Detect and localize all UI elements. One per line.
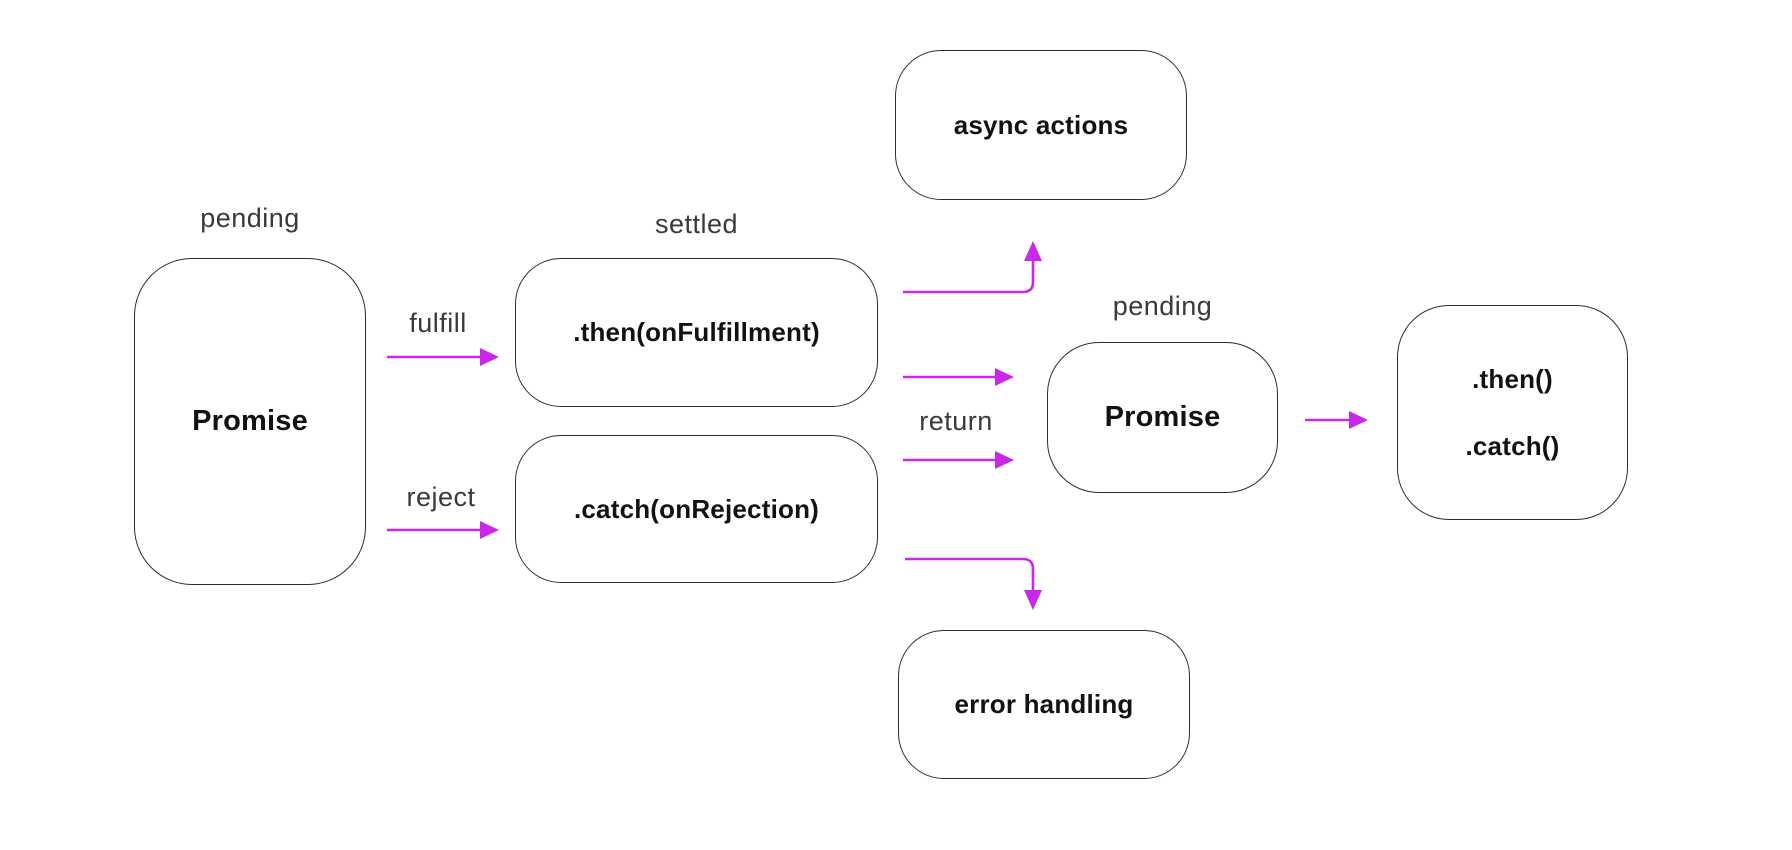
node-chained-then-label: .then() <box>1472 363 1553 394</box>
to-chained-handlers-arrow <box>1305 411 1368 429</box>
fulfill-arrow <box>387 348 499 366</box>
node-error-handling: error handling <box>898 630 1190 779</box>
edge-label-fulfill: fulfill <box>409 308 467 338</box>
node-chained-handlers: .then() .catch() <box>1397 305 1628 520</box>
return-arrow-top <box>903 368 1014 386</box>
node-chained-catch-label: .catch() <box>1465 430 1560 461</box>
node-promise-initial: Promise <box>134 258 366 585</box>
reject-arrow <box>387 521 499 539</box>
node-catch-handler-label: .catch(onRejection) <box>573 493 820 524</box>
node-promise-initial-label: Promise <box>192 405 308 437</box>
edge-label-return: return <box>919 406 993 436</box>
node-error-handling-label: error handling <box>954 689 1134 719</box>
edge-label-reject: reject <box>406 482 476 512</box>
to-error-handling-arrow <box>905 557 1042 610</box>
node-async-actions: async actions <box>895 50 1187 200</box>
state-label-settled: settled <box>654 209 739 239</box>
node-async-actions-label: async actions <box>953 109 1129 140</box>
to-async-actions-arrow <box>903 241 1042 294</box>
state-label-pending-initial: pending <box>200 203 300 233</box>
node-catch-handler: .catch(onRejection) <box>515 435 878 583</box>
node-promise-returned-label: Promise <box>1104 401 1221 433</box>
state-label-pending-returned: pending <box>1112 291 1213 321</box>
node-then-handler-label: .then(onFulfillment) <box>573 317 820 347</box>
return-arrow-bottom <box>903 451 1014 469</box>
node-then-handler: .then(onFulfillment) <box>515 258 878 407</box>
node-promise-returned: Promise <box>1047 342 1278 493</box>
